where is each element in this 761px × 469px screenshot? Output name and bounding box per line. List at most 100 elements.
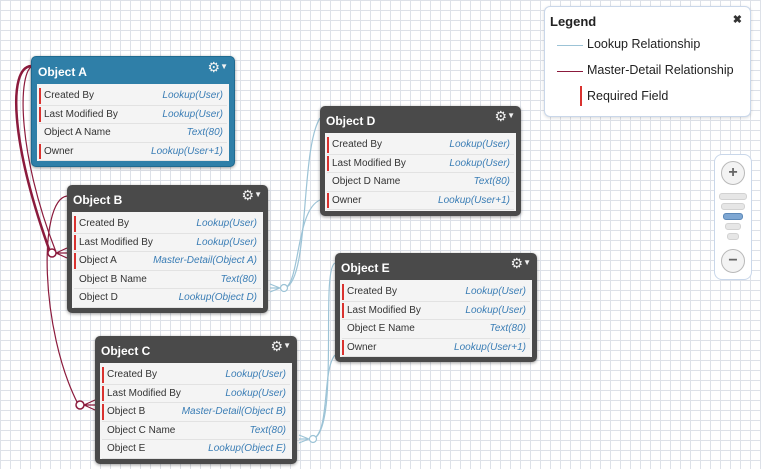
master-detail-line-swatch (557, 71, 583, 72)
lookup-foot-c (298, 434, 310, 444)
zoom-control: + − (714, 154, 752, 280)
field-type: Lookup(User) (465, 304, 526, 316)
field-name: Last Modified By (332, 157, 406, 169)
field-type: Lookup(User) (162, 108, 223, 120)
field-row[interactable]: Last Modified By Lookup(User) (327, 155, 514, 173)
gear-icon[interactable]: ⚙ (494, 108, 507, 124)
gear-icon[interactable]: ⚙ (207, 59, 220, 75)
field-row[interactable]: Created By Lookup(User) (327, 136, 514, 155)
field-row[interactable]: Object E Name Text(80) (342, 320, 530, 339)
field-name: Object E (107, 443, 146, 454)
field-type: Lookup(User) (162, 90, 223, 101)
field-name: Object C Name (107, 424, 176, 436)
field-type: Master-Detail(Object A) (153, 255, 257, 266)
crow-foot-b (55, 247, 68, 259)
legend-title: Legend (550, 14, 597, 29)
zoom-level-5[interactable] (727, 233, 739, 240)
minus-icon[interactable]: − (721, 249, 745, 273)
legend-lookup-label: Lookup Relationship (587, 37, 701, 51)
object-card-d[interactable]: Object D ⚙ ▼ Created By Lookup(User) Last… (320, 106, 521, 216)
caret-down-icon[interactable]: ▼ (220, 62, 228, 71)
zoom-level-2[interactable] (721, 203, 745, 210)
zoom-level-4[interactable] (725, 223, 741, 230)
gear-icon[interactable]: ⚙ (241, 187, 254, 203)
field-type: Lookup(User) (225, 369, 286, 380)
required-field-swatch (580, 86, 582, 106)
field-name: Owner (44, 145, 74, 157)
field-type: Lookup(User+1) (454, 341, 526, 353)
field-name: Object B Name (79, 273, 147, 285)
object-header-d[interactable]: Object D ⚙ ▼ (320, 106, 521, 133)
field-type: Text(80) (473, 176, 510, 187)
object-header-b[interactable]: Object B ⚙ ▼ (67, 185, 268, 212)
caret-down-icon[interactable]: ▼ (254, 190, 262, 199)
object-title: Object D (326, 114, 376, 128)
field-type: Lookup(User) (196, 236, 257, 248)
field-name: Last Modified By (347, 304, 421, 316)
field-type: Text(80) (220, 273, 257, 285)
zoom-level-1[interactable] (719, 193, 747, 200)
object-title: Object C (101, 344, 151, 358)
zoom-level-3[interactable] (723, 213, 743, 220)
field-type: Lookup(User+1) (438, 194, 510, 206)
crow-foot-c (83, 399, 96, 411)
gear-icon[interactable]: ⚙ (270, 338, 283, 354)
field-name: Created By (332, 139, 383, 150)
field-name: Object A (79, 255, 117, 266)
field-row[interactable]: Object B Name Text(80) (74, 271, 261, 289)
master-detail-line-a-b (14, 64, 52, 253)
field-name: Object D (79, 292, 118, 303)
field-type: Lookup(User) (449, 139, 510, 150)
caret-down-icon[interactable]: ▼ (283, 341, 291, 350)
object-header-c[interactable]: Object C ⚙ ▼ (95, 336, 297, 363)
field-type: Lookup(User) (449, 157, 510, 169)
field-row[interactable]: Object E Lookup(Object E) (102, 440, 290, 459)
field-row[interactable]: Last Modified By Lookup(User) (74, 234, 261, 252)
field-name: Created By (347, 286, 398, 297)
field-name: Object E Name (347, 323, 415, 334)
object-header-a[interactable]: Object A ⚙ ▼ (32, 57, 234, 84)
field-name: Created By (79, 218, 130, 229)
plus-icon[interactable]: + (721, 161, 745, 185)
field-type: Lookup(Object E) (208, 443, 286, 454)
master-detail-line-b-c (46, 195, 79, 405)
caret-down-icon[interactable]: ▼ (507, 111, 515, 120)
legend-required-label: Required Field (587, 89, 669, 103)
lookup-end-c (308, 434, 318, 444)
object-title: Object B (73, 193, 123, 207)
field-type: Text(80) (489, 323, 526, 334)
field-name: Last Modified By (79, 236, 153, 248)
field-row[interactable]: Object A Master-Detail(Object A) (74, 252, 261, 271)
legend-master-detail-label: Master-Detail Relationship (587, 63, 734, 77)
field-row[interactable]: Last Modified By Lookup(User) (342, 302, 530, 320)
gear-icon[interactable]: ⚙ (510, 255, 523, 271)
field-type: Lookup(User) (225, 387, 286, 399)
field-type: Text(80) (186, 127, 223, 138)
close-icon[interactable]: ✖ (732, 14, 742, 26)
caret-down-icon[interactable]: ▼ (523, 258, 531, 267)
master-detail-end-b (47, 248, 57, 258)
object-header-e[interactable]: Object E ⚙ ▼ (335, 253, 537, 280)
